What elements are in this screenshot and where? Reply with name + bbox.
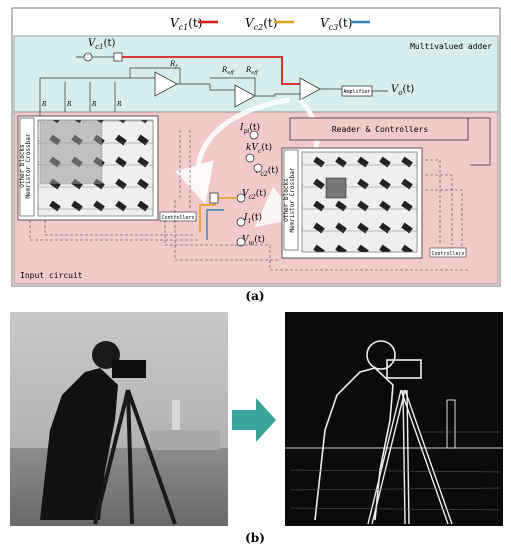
- edges-camera: [386, 359, 422, 379]
- resistor-label-4: R: [116, 101, 122, 108]
- vc3-blue-wire: [206, 209, 224, 240]
- legend-item-vc2: Vc2(t): [245, 16, 294, 32]
- opamp-1: Rf: [154, 60, 178, 97]
- original-person: [40, 368, 118, 520]
- caption-a: (a): [245, 289, 264, 303]
- reader-bracket: [468, 117, 491, 166]
- right-crossbar: Memristor Crossbar Other blocks: [281, 147, 423, 259]
- legend-item-vc1: Vc1(t): [170, 16, 218, 32]
- panel-a: Vc1(t) Vc2(t) Vc3(t) Multivalued adder I…: [11, 7, 501, 287]
- resistor-label-3: R: [91, 101, 97, 108]
- i1-label: I1(t): [243, 212, 262, 225]
- i-pi-label: Ipi(t): [239, 122, 260, 135]
- center-switch: [209, 192, 219, 204]
- kv-label: kVc(t): [246, 142, 272, 155]
- controllers-left-label: Controllers: [161, 215, 194, 221]
- vc1-red-wire: [122, 56, 300, 85]
- vc2-orange-wire: [199, 197, 237, 232]
- right-crossbar-label-2: Other blocks: [283, 178, 290, 222]
- caption-b: (b): [245, 531, 265, 545]
- edges-head: [366, 340, 396, 370]
- controllers-right-box: [429, 247, 467, 258]
- cameraman-edges: [285, 312, 503, 526]
- adder-wiring: [39, 67, 300, 118]
- original-tower: [172, 400, 180, 450]
- resistor-label-2: R: [66, 101, 72, 108]
- right-crossbar-label-box: [283, 149, 299, 251]
- original-camera: [112, 360, 146, 378]
- legend-vc2-label: Vc2(t): [245, 16, 277, 32]
- opamp-3: [299, 77, 321, 101]
- ref-label-1: Reff: [221, 66, 235, 76]
- left-crossbar: Memristor Crossbar Other blocks: [17, 115, 159, 221]
- reader-title: Reader & Controllers: [332, 125, 429, 134]
- vo-label: Vo(t): [391, 84, 414, 97]
- edges-tripod: [367, 389, 453, 525]
- resistor-labels: R R R R: [41, 101, 122, 108]
- edges-tower: [446, 399, 456, 449]
- reader-controllers: Reader & Controllers: [289, 117, 491, 166]
- center-source-symbols: [236, 130, 263, 247]
- left-crossbar-selection: [39, 121, 103, 185]
- resistor-label-1: R: [41, 101, 47, 108]
- left-crossbar-label-box: [19, 117, 35, 217]
- input-title: Input circuit: [20, 271, 83, 280]
- original-tripod: [93, 389, 177, 525]
- edges-noise: [289, 431, 501, 511]
- reader-header: [289, 117, 469, 141]
- controllers-left-box: [159, 211, 197, 222]
- original-buildings: [150, 430, 220, 450]
- vc1-source: Vc1(t): [76, 38, 123, 62]
- vc1-source-label: Vc1(t): [88, 38, 116, 51]
- vc1-switch: [113, 52, 123, 62]
- dashed-wiring: [29, 130, 470, 271]
- center-sources: Ipi(t) kVc(t) Vc2(t) Vc2(t) I1(t) Vm(t): [239, 122, 278, 247]
- adder-title: Multivalued adder: [410, 42, 492, 51]
- vm-label: Vm(t): [242, 234, 265, 247]
- adder-region: [13, 35, 499, 113]
- flow-arrow-left: [175, 97, 291, 205]
- legend: Vc1(t) Vc2(t) Vc3(t): [170, 16, 370, 32]
- right-crossbar-selected-cell: [325, 177, 347, 199]
- amplifier-label: Amplifier: [343, 89, 370, 95]
- legend-item-vc3: Vc3(t): [320, 16, 370, 32]
- panel-b: [10, 312, 503, 526]
- transform-arrow-icon: [232, 398, 276, 442]
- controllers-right-label: Controllers: [431, 251, 464, 257]
- left-crossbar-label-2: Other blocks: [19, 144, 26, 188]
- left-crossbar-label-1: Memristor Crossbar: [25, 133, 32, 198]
- legend-vc1-label: Vc1(t): [170, 16, 202, 32]
- cameraman-original: [10, 312, 228, 526]
- right-crossbar-label-1: Memristor Crossbar: [289, 167, 296, 232]
- legend-vc3-label: Vc3(t): [320, 16, 352, 32]
- vc2-label: Vc2(t): [242, 188, 266, 201]
- rf-label: Rf: [169, 60, 178, 70]
- opamp-2: Reff Reff: [221, 66, 259, 108]
- vc1-source-symbol: [83, 52, 93, 62]
- right-crossbar-grid: [301, 151, 418, 253]
- ref-label-2: Reff: [245, 66, 259, 76]
